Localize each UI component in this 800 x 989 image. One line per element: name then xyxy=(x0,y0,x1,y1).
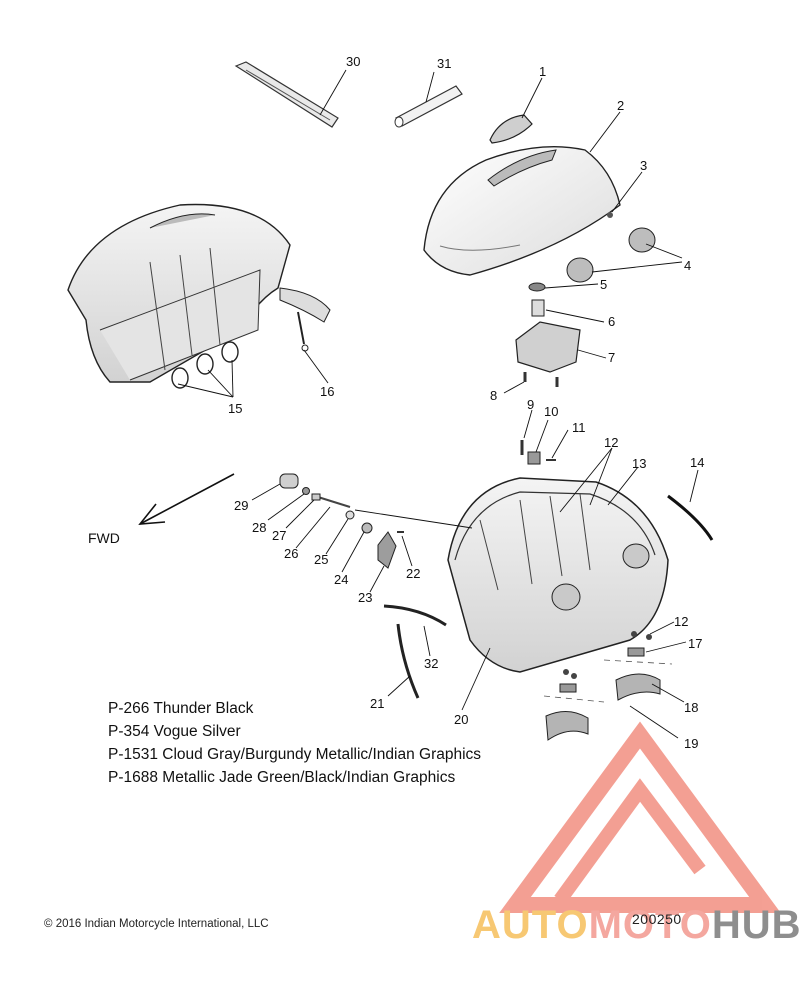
copyright-text: 2016 Indian Motorcycle International, LL… xyxy=(55,918,269,930)
part-25-bushing xyxy=(345,510,355,520)
callout-21: 21 xyxy=(370,696,384,711)
callout-2: 2 xyxy=(617,98,624,113)
fwd-arrow xyxy=(138,473,235,525)
callout-25: 25 xyxy=(314,552,328,567)
part-plate-lower xyxy=(559,683,577,693)
callout-1: 1 xyxy=(539,64,546,79)
callout-12-bottom: 12 xyxy=(674,614,688,629)
part-30-trim-strip xyxy=(234,61,339,128)
part-32-trim xyxy=(383,604,447,627)
callout-5: 5 xyxy=(600,277,607,292)
watermark-logo xyxy=(499,721,781,913)
part-2-lid xyxy=(423,145,621,276)
part-5-washer xyxy=(528,282,546,292)
callout-13: 13 xyxy=(632,456,646,471)
part-21-seal-strip xyxy=(396,623,420,699)
part-10-clip xyxy=(527,451,541,465)
part-15-tethers xyxy=(171,341,239,389)
callout-22: 22 xyxy=(406,566,420,581)
callout-26: 26 xyxy=(284,546,298,561)
assembled-saddlebag xyxy=(67,203,331,383)
part-24-washer xyxy=(361,522,373,534)
legend-item: P-1688 Metallic Jade Green/Black/Indian … xyxy=(108,769,456,786)
part-8-screws xyxy=(523,372,559,387)
callout-3: 3 xyxy=(640,158,647,173)
drawing-number: 200250 xyxy=(632,911,682,927)
copyright-notice: © 2016 Indian Motorcycle International, … xyxy=(44,918,269,930)
part-29-grommet xyxy=(279,473,299,489)
callout-18: 18 xyxy=(684,700,698,715)
callout-10: 10 xyxy=(544,404,558,419)
callout-8: 8 xyxy=(490,388,497,403)
callouts: 30 31 1 2 3 4 5 6 7 8 9 10 11 12 13 14 1… xyxy=(228,54,704,751)
part-7-latch-mechanism xyxy=(515,321,581,373)
leader-lines xyxy=(177,69,699,739)
part-27-bolt xyxy=(317,496,351,508)
callout-27: 27 xyxy=(272,528,286,543)
part-17-plate xyxy=(627,647,645,657)
callout-32: 32 xyxy=(424,656,438,671)
legend-item: P-1531 Cloud Gray/Burgundy Metallic/Indi… xyxy=(108,746,482,763)
callout-7: 7 xyxy=(608,350,615,365)
callout-9: 9 xyxy=(527,397,534,412)
callout-17: 17 xyxy=(688,636,702,651)
callout-14: 14 xyxy=(690,455,704,470)
part-12-screws xyxy=(563,631,652,679)
copyright-icon: © xyxy=(44,918,53,930)
part-14-gasket xyxy=(667,494,714,541)
callout-20: 20 xyxy=(454,712,468,727)
callout-6: 6 xyxy=(608,314,615,329)
part-1-latch-cover xyxy=(489,114,533,144)
callout-31: 31 xyxy=(437,56,451,71)
callout-16: 16 xyxy=(320,384,334,399)
paint-code-legend: P-266 Thunder Black P-354 Vogue Silver P… xyxy=(108,697,481,789)
callout-30: 30 xyxy=(346,54,360,69)
callout-4: 4 xyxy=(684,258,691,273)
callout-29: 29 xyxy=(234,498,248,513)
callout-12-top: 12 xyxy=(604,435,618,450)
part-3-screw xyxy=(607,212,613,218)
part-20-saddlebag-body xyxy=(447,477,669,673)
part-26-spacer xyxy=(311,493,321,501)
part-19-mount-bracket xyxy=(545,711,589,741)
part-23-bracket xyxy=(377,531,397,569)
legend-item: P-266 Thunder Black xyxy=(108,700,254,717)
part-16-cable xyxy=(297,311,309,352)
part-28-washer xyxy=(302,487,310,495)
callout-28: 28 xyxy=(252,520,266,535)
part-4-hinges xyxy=(566,227,656,283)
part-18-mount-bracket xyxy=(615,673,661,701)
callout-24: 24 xyxy=(334,572,348,587)
callout-19: 19 xyxy=(684,736,698,751)
legend-item: P-354 Vogue Silver xyxy=(108,723,241,740)
part-6-lock-cylinder xyxy=(531,299,545,317)
alignment-lines xyxy=(543,659,673,703)
callout-23: 23 xyxy=(358,590,372,605)
callout-15: 15 xyxy=(228,401,242,416)
callout-11: 11 xyxy=(572,420,586,435)
part-31-seal xyxy=(394,85,463,128)
watermark-text: AUTOMOTOHUB xyxy=(472,903,800,947)
fwd-label: FWD xyxy=(88,530,120,546)
